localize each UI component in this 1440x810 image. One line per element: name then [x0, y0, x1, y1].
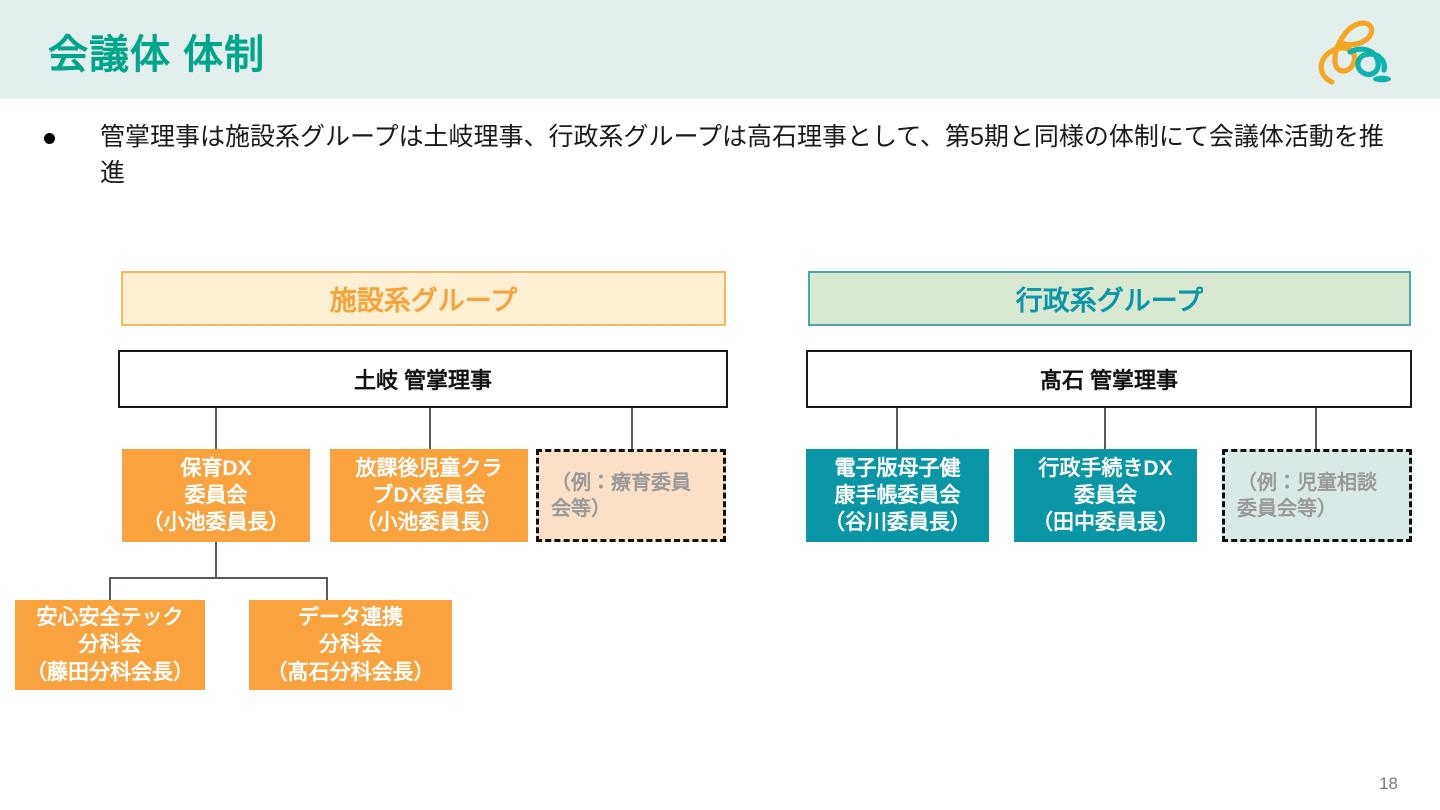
subcommittee-label: 安心安全テック 分科会 （藤田分科会長）	[26, 606, 194, 684]
committee-box-gyosei-tetsuzuki-dx[interactable]: 行政手続きDX 委員会 （田中委員長）	[1014, 449, 1197, 542]
committee-box-afterschool-dx[interactable]: 放課後児童クラ ブDX委員会 （小池委員長）	[330, 449, 528, 542]
committee-label: （例：療育委員 会等）	[551, 471, 691, 520]
connector-facility-1	[215, 408, 217, 449]
committee-label: 電子版母子健 康手帳委員会 （谷川委員長）	[824, 456, 971, 535]
subcommittee-box-data-renkei[interactable]: データ連携 分科会 （髙石分科会長）	[249, 600, 452, 690]
connector-facility-2	[429, 408, 431, 449]
director-box-admin: 髙石 管掌理事	[806, 350, 1412, 408]
committee-label: 行政手続きDX 委員会 （田中委員長）	[1032, 456, 1179, 535]
bullet-list-item: 管掌理事は施設系グループは土岐理事、行政系グループは高石理事として、第5期と同様…	[44, 120, 1404, 191]
connector-admin-3	[1315, 408, 1317, 449]
committee-box-placeholder-facility: （例：療育委員 会等）	[536, 449, 726, 542]
connector-subcommittee-stem	[215, 542, 217, 578]
committee-label: 放課後児童クラ ブDX委員会 （小池委員長）	[355, 456, 503, 535]
connector-subcommittee-left	[109, 577, 111, 600]
bullet-text: 管掌理事は施設系グループは土岐理事、行政系グループは高石理事として、第5期と同様…	[100, 123, 1384, 187]
connector-admin-2	[1104, 408, 1106, 449]
group-header-admin: 行政系グループ	[808, 271, 1411, 326]
committee-box-boshi-techo[interactable]: 電子版母子健 康手帳委員会 （谷川委員長）	[806, 449, 989, 542]
connector-subcommittee-bar	[109, 577, 327, 579]
subcommittee-box-anshin-tech[interactable]: 安心安全テック 分科会 （藤田分科会長）	[15, 600, 205, 690]
committee-box-hoiku-dx[interactable]: 保育DX 委員会 （小池委員長）	[122, 449, 310, 542]
connector-facility-3	[631, 408, 633, 449]
brand-script-logo-icon	[1302, 12, 1398, 88]
connector-admin-1	[896, 408, 898, 449]
director-box-facility: 土岐 管掌理事	[118, 350, 728, 408]
group-header-facility: 施設系グループ	[121, 271, 726, 326]
page-number: 18	[1379, 774, 1398, 793]
committee-box-placeholder-admin: （例：児童相談 委員会等）	[1222, 449, 1412, 542]
connector-subcommittee-right	[326, 577, 328, 600]
slide-header-bar	[0, 0, 1440, 99]
subcommittee-label: データ連携 分科会 （髙石分科会長）	[266, 606, 435, 684]
bullet-dot-icon	[44, 133, 55, 144]
page-title: 会議体 体制	[48, 33, 266, 77]
committee-label: （例：児童相談 委員会等）	[1237, 471, 1377, 520]
committee-label: 保育DX 委員会 （小池委員長）	[142, 456, 290, 535]
